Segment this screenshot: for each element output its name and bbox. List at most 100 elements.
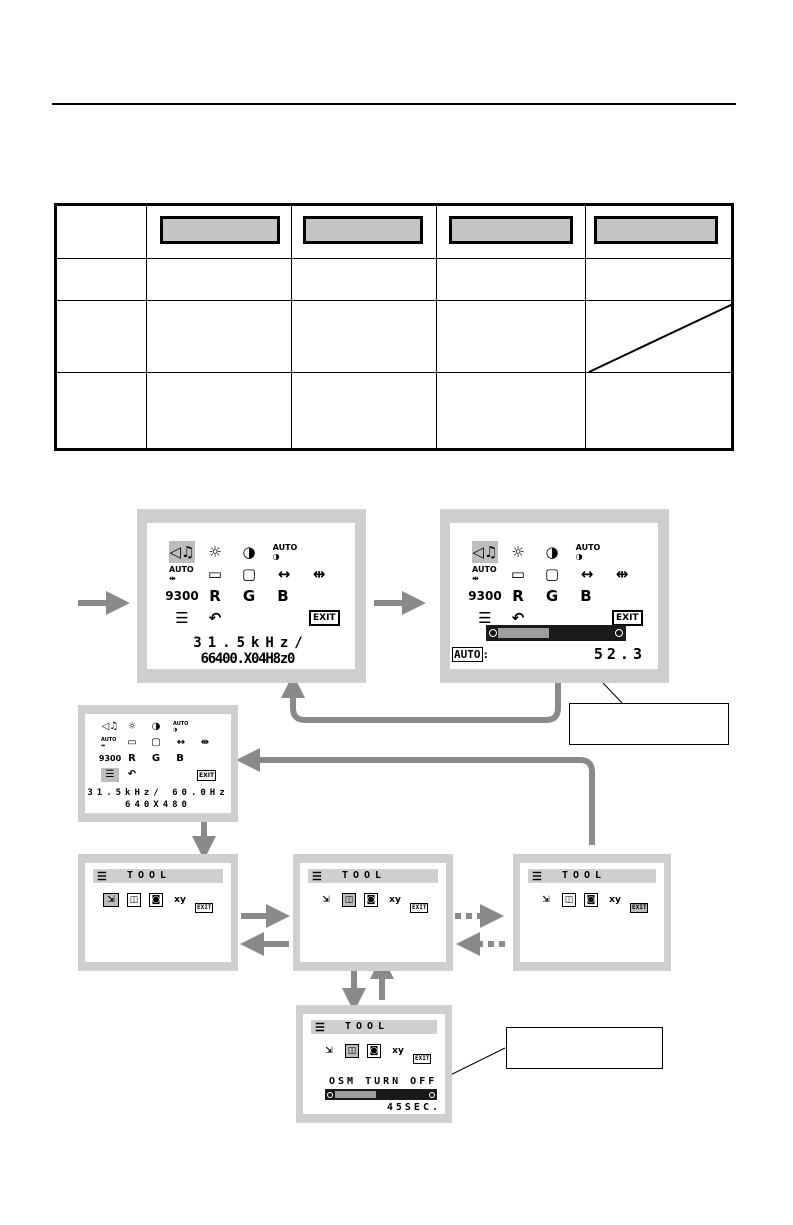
tool-icon: ☰ [312,870,322,883]
brightness-icon: ☼ [511,542,525,561]
osd-mini-screen: ◁♫ ☼ ◑ AUTO ◑ AUTO ⇹ ▭ ▢ ↔ ⇹ 9300 R G B … [85,714,231,813]
osd-tool-frame-1: ☰ TOOL ⇲ ◫ ◙ xy EXIT [78,854,238,971]
table-col-line [585,206,586,448]
fine-icon: ⇹ [200,737,210,748]
contrast-icon: ◑ [545,542,559,561]
osd-tool-screen-1: ☰ TOOL ⇲ ◫ ◙ xy EXIT [85,863,231,962]
blue-icon: B [580,586,592,605]
lock-icon: ◙ [364,893,378,907]
reset-icon: ↶ [127,769,137,780]
h-size-icon: ↔ [277,564,291,583]
osd-osm-screen: ☰ TOOL ⇲ ◫ ◙ xy EXIT OSM TURN OFF 45SEC. [303,1014,445,1114]
exit-icon: EXIT [309,610,340,626]
key-table [54,203,734,451]
signal-icon: ⇲ [322,894,330,905]
adjust-slider-fill [498,628,549,638]
green-icon: G [151,753,161,764]
auto-adjust-icon: AUTO ⇹ [169,565,194,583]
exit-icon: EXIT [612,610,643,626]
callout-box-1 [569,703,729,745]
xy-icon: xy [174,894,186,905]
osd-tool-screen-2: ☰ TOOL ⇲ ◫ ◙ xy EXIT [300,863,446,962]
tool-icon: ☰ [97,870,107,883]
color-temp-icon: 9300 [98,754,122,763]
resolution-readout: 640X480 [125,800,191,810]
exit-icon: EXIT [630,903,649,913]
plus-icon [429,1091,435,1098]
h-size-icon: ↔ [580,564,594,583]
tool-header: ☰ TOOL [311,1020,437,1034]
tool-title: TOOL [127,870,172,881]
osd-tool-screen-3: ☰ TOOL ⇲ ◫ ◙ xy EXIT [520,863,664,962]
h-position-icon: ▭ [510,564,526,583]
resolution-readout: 640X480 [200,651,302,667]
osd-main-frame: ◁♫ ☼ ◑ AUTO ◑ AUTO ⇹ ▭ ▢ ↔ ⇹ 9300 R G B … [137,509,366,683]
osd-adjust-screen: ◁♫ ☼ ◑ AUTO ◑ AUTO ⇹ ▭ ▢ ↔ ⇹ 9300 R G B … [450,523,658,669]
fine-icon: ⇹ [312,564,326,583]
table-row-line [57,372,731,373]
osd-tool-frame-3: ☰ TOOL ⇲ ◫ ◙ xy EXIT [513,854,671,971]
lock-icon: ◙ [584,893,598,907]
adjust-slider[interactable] [486,625,626,641]
tool-header: ☰ TOOL [93,869,223,883]
exit-icon: EXIT [197,770,217,781]
signal-icon: ⇲ [542,894,550,905]
key-button-2 [303,216,423,244]
signal-icon: ⇲ [103,893,119,907]
table-col-line [146,206,147,448]
contrast-icon: ◑ [242,542,256,561]
not-applicable-slash [588,303,734,373]
auto-contrast-icon: AUTO ◑ [173,721,189,733]
contrast-icon: ◑ [151,721,161,732]
auto-adjust-icon: AUTO ⇹ [101,737,117,749]
lock-icon: ◙ [367,1044,381,1058]
osd-main-screen: ◁♫ ☼ ◑ AUTO ◑ AUTO ⇹ ▭ ▢ ↔ ⇹ 9300 R G B … [147,523,355,669]
frequency-readout: 31.5kHz/ 60.0Hz [193,635,309,667]
timer-icon: ◫ [127,893,141,907]
volume-icon: ◁♫ [472,541,498,563]
v-position-icon: ▢ [241,564,257,583]
tool-icon: ☰ [315,1021,325,1034]
v-position-icon: ▢ [544,564,560,583]
table-col-line [291,206,292,448]
header-rule [52,103,736,105]
minus-icon [327,1091,333,1098]
v-position-icon: ▢ [151,737,161,748]
key-button-4 [594,216,718,244]
xy-icon: xy [392,1045,404,1056]
signal-icon: ⇲ [325,1045,333,1056]
tool-icon: ☰ [532,870,542,883]
color-temp-icon: 9300 [165,589,199,603]
tool-title: TOOL [345,1021,390,1032]
table-row-line [57,300,731,301]
fine-icon: ⇹ [615,564,629,583]
color-temp-icon: 9300 [468,589,502,603]
xy-icon: xy [609,894,621,905]
tool-icon: ☰ [101,768,119,782]
plus-icon [615,629,623,637]
osd-mini-frame: ◁♫ ☼ ◑ AUTO ◑ AUTO ⇹ ▭ ▢ ↔ ⇹ 9300 R G B … [78,705,238,822]
frequency-readout: 31.5kHz/ 60.0Hz [87,788,229,798]
auto-label: AUTO: [452,647,490,662]
timer-icon: ◫ [562,893,576,907]
h-position-icon: ▭ [207,564,223,583]
volume-icon: ◁♫ [101,721,119,732]
exit-icon: EXIT [195,903,214,913]
green-icon: G [242,586,256,605]
timer-icon: ◫ [345,1044,359,1058]
blue-icon: B [176,753,184,764]
tool-title: TOOL [342,870,387,881]
key-button-1 [160,216,280,244]
osd-osm-frame: ☰ TOOL ⇲ ◫ ◙ xy EXIT OSM TURN OFF 45SEC. [296,1005,452,1123]
osm-turn-off-value: 45SEC. [386,1102,441,1113]
exit-icon: EXIT [410,903,429,913]
green-icon: G [545,586,559,605]
auto-contrast-icon: AUTO ◑ [575,543,601,561]
osm-timer-slider[interactable] [325,1089,437,1100]
tool-header: ☰ TOOL [528,869,656,883]
xy-icon: xy [389,894,401,905]
lock-icon: ◙ [149,893,163,907]
tool-title: TOOL [562,870,607,881]
osd-adjust-frame: ◁♫ ☼ ◑ AUTO ◑ AUTO ⇹ ▭ ▢ ↔ ⇹ 9300 R G B … [440,509,669,683]
red-icon: R [209,586,221,605]
